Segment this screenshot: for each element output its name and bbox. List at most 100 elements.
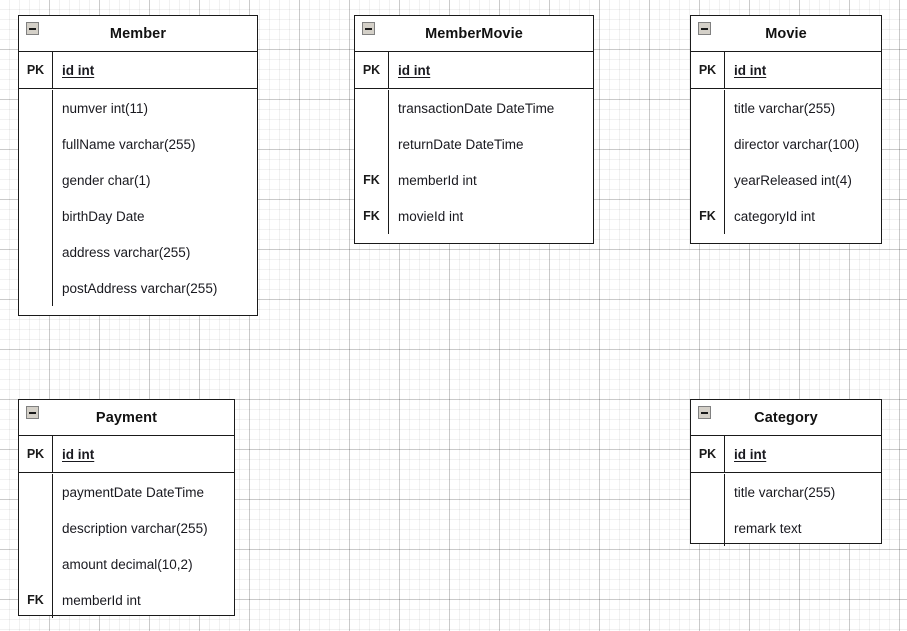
attribute-name: gender char(1) [62,172,151,188]
attribute-list-membermovie: transactionDate DateTime returnDate DateT… [355,89,593,234]
attribute-row[interactable]: birthDay Date [19,198,257,234]
attribute-row[interactable]: address varchar(255) [19,234,257,270]
attribute-list-movie: title varchar(255) director varchar(100) y… [691,89,881,234]
attribute-row[interactable]: postAddress varchar(255) [19,270,257,306]
key-label-pk: PK [19,52,53,88]
attribute-row[interactable]: title varchar(255) [691,90,881,126]
key-label-none [19,270,53,306]
primary-key-row[interactable]: PK id int [19,52,257,89]
collapse-minus-icon[interactable] [362,22,375,35]
primary-key-text: id int [734,446,767,462]
key-label-none [691,474,725,510]
attribute-row[interactable]: FK memberId int [355,162,593,198]
attribute-name: transactionDate DateTime [398,100,555,116]
attribute-name: memberId int [398,172,477,188]
key-label-none [19,474,53,510]
collapse-minus-icon[interactable] [698,406,711,419]
attribute-name: movieId int [398,208,464,224]
attribute-name: paymentDate DateTime [62,484,205,500]
attribute-row[interactable]: remark text [691,510,881,546]
key-label-none [691,90,725,126]
entity-title-movie: Movie [765,25,807,42]
key-label-pk: PK [19,436,53,472]
entity-title-category: Category [754,409,818,426]
attribute-name: yearReleased int(4) [734,172,852,188]
key-label-none [19,162,53,198]
attribute-name: memberId int [62,592,141,608]
attribute-list-payment: paymentDate DateTime description varchar(… [19,473,234,618]
attribute-row[interactable]: director varchar(100) [691,126,881,162]
attribute-row[interactable]: FK memberId int [19,582,234,618]
key-label-fk: FK [355,162,389,198]
attribute-name: numver int(11) [62,100,149,116]
attribute-name-primary-key: id int [725,52,881,88]
key-label-fk: FK [691,198,725,234]
primary-key-text: id int [62,62,95,78]
attribute-name: postAddress varchar(255) [62,280,218,296]
key-label-none [19,90,53,126]
attribute-list-member: numver int(11) fullName varchar(255) gende… [19,89,257,306]
entity-header-payment[interactable]: Payment [19,400,234,436]
attribute-name: amount decimal(10,2) [62,556,193,572]
key-label-pk: PK [355,52,389,88]
attribute-row[interactable]: transactionDate DateTime [355,90,593,126]
attribute-row[interactable]: title varchar(255) [691,474,881,510]
attribute-row[interactable]: yearReleased int(4) [691,162,881,198]
attribute-name: categoryId int [734,208,816,224]
entity-header-membermovie[interactable]: MemberMovie [355,16,593,52]
primary-key-row[interactable]: PK id int [691,436,881,473]
attribute-row[interactable]: amount decimal(10,2) [19,546,234,582]
attribute-name: fullName varchar(255) [62,136,196,152]
attribute-row[interactable]: numver int(11) [19,90,257,126]
attribute-name: address varchar(255) [62,244,191,260]
entity-title-membermovie: MemberMovie [425,25,523,42]
attribute-name: description varchar(255) [62,520,208,536]
entity-title-member: Member [109,25,167,42]
attribute-name: title varchar(255) [734,484,836,500]
attribute-row[interactable]: gender char(1) [19,162,257,198]
key-label-none [691,510,725,546]
attribute-name: director varchar(100) [734,136,860,152]
collapse-minus-icon[interactable] [698,22,711,35]
entity-header-category[interactable]: Category [691,400,881,436]
attribute-name: returnDate DateTime [398,136,524,152]
attribute-row[interactable]: fullName varchar(255) [19,126,257,162]
attribute-name: remark text [734,520,802,536]
attribute-row[interactable]: returnDate DateTime [355,126,593,162]
attribute-row[interactable]: FK categoryId int [691,198,881,234]
entity-header-movie[interactable]: Movie [691,16,881,52]
primary-key-row[interactable]: PK id int [19,436,234,473]
attribute-name-primary-key: id int [53,436,234,472]
key-label-none [19,510,53,546]
key-label-pk: PK [691,52,725,88]
collapse-minus-icon[interactable] [26,22,39,35]
key-label-pk: PK [691,436,725,472]
attribute-list-category: title varchar(255) remark text [691,473,881,546]
attribute-row[interactable]: paymentDate DateTime [19,474,234,510]
key-label-fk: FK [355,198,389,234]
attribute-name: birthDay Date [62,208,145,224]
attribute-name-primary-key: id int [389,52,593,88]
attribute-name-primary-key: id int [53,52,257,88]
key-label-none [19,198,53,234]
primary-key-text: id int [62,446,95,462]
key-label-none [19,126,53,162]
attribute-name: title varchar(255) [734,100,836,116]
entity-header-member[interactable]: Member [19,16,257,52]
attribute-row[interactable]: description varchar(255) [19,510,234,546]
key-label-fk: FK [19,582,53,618]
key-label-none [691,126,725,162]
collapse-minus-icon[interactable] [26,406,39,419]
primary-key-row[interactable]: PK id int [691,52,881,89]
entity-title-payment: Payment [95,409,158,426]
key-label-none [355,90,389,126]
attribute-row[interactable]: FK movieId int [355,198,593,234]
primary-key-text: id int [734,62,767,78]
